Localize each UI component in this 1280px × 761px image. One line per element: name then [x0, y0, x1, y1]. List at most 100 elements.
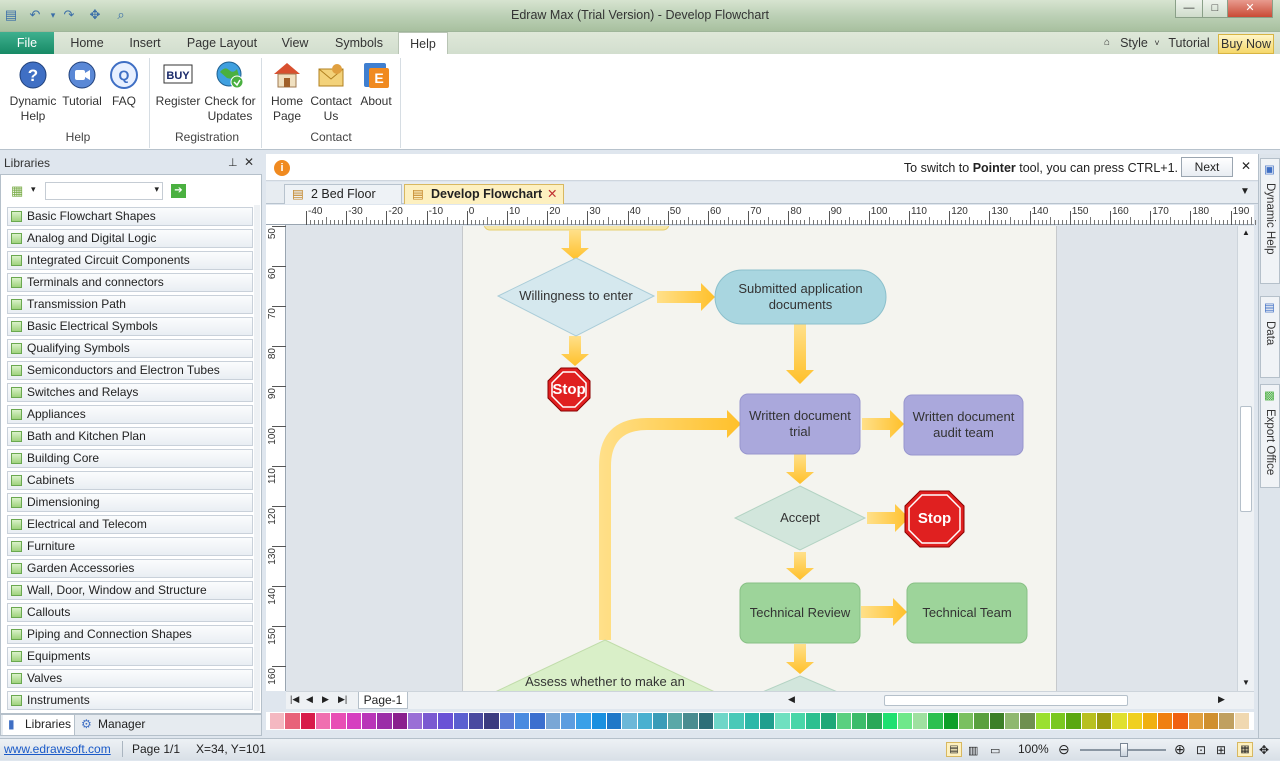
maximize-button[interactable]: □	[1202, 0, 1228, 18]
color-swatch[interactable]	[943, 713, 959, 729]
color-swatch[interactable]	[515, 713, 530, 729]
scroll-down-icon[interactable]: ▼	[1242, 678, 1250, 687]
library-item[interactable]: Garden Accessories	[7, 559, 253, 578]
tech-review-box[interactable]	[739, 582, 861, 644]
library-item[interactable]: Piping and Connection Shapes	[7, 625, 253, 644]
dynamic-help-panel-tab[interactable]: ▣ Dynamic Help	[1260, 158, 1280, 284]
color-swatch[interactable]	[576, 713, 591, 729]
color-swatch[interactable]	[1219, 713, 1234, 729]
library-scrollbar[interactable]	[254, 205, 260, 711]
grid-icon[interactable]: ▦	[1237, 742, 1253, 757]
color-swatch[interactable]	[270, 713, 285, 729]
partial-diamond[interactable]	[753, 675, 847, 691]
pan-icon[interactable]: ✥	[1259, 743, 1270, 757]
willingness-diamond[interactable]	[496, 257, 656, 337]
buy-now-button[interactable]: Buy Now	[1218, 34, 1274, 54]
library-item[interactable]: Instruments	[7, 691, 253, 710]
dropdown-icon[interactable]: ▾	[50, 10, 56, 20]
color-swatch[interactable]	[1005, 713, 1020, 729]
color-swatch[interactable]	[913, 713, 928, 729]
color-swatch[interactable]	[423, 713, 438, 729]
library-item[interactable]: Wall, Door, Window and Structure	[7, 581, 253, 600]
color-swatch[interactable]	[668, 713, 683, 729]
library-item[interactable]: Equipments	[7, 647, 253, 666]
library-item[interactable]: Analog and Digital Logic	[7, 229, 253, 248]
last-page-icon[interactable]: ▶|	[338, 694, 348, 704]
color-swatch[interactable]	[392, 713, 407, 729]
style-button[interactable]: Style	[1120, 36, 1148, 50]
data-panel-tab[interactable]: ▤ Data	[1260, 296, 1280, 378]
color-swatch[interactable]	[1204, 713, 1219, 729]
stop-sign[interactable]	[904, 490, 965, 548]
accept-diamond[interactable]	[733, 485, 867, 551]
library-item[interactable]: Electrical and Telecom	[7, 515, 253, 534]
color-swatch[interactable]	[300, 713, 315, 729]
color-swatch[interactable]	[377, 713, 392, 729]
color-swatch[interactable]	[1081, 713, 1096, 729]
color-swatch[interactable]	[1066, 713, 1081, 729]
library-grid-icon[interactable]: ▦	[11, 183, 24, 198]
scroll-right-icon[interactable]: ▶	[1218, 694, 1225, 704]
doc-tab-floor-plan[interactable]: ▤ 2 Bed Floor Plan	[284, 184, 402, 219]
color-swatch[interactable]	[1142, 713, 1158, 729]
app-icon[interactable]: ▤	[4, 7, 18, 22]
color-swatch[interactable]	[315, 713, 331, 729]
library-search-input[interactable]: ▾	[45, 182, 163, 200]
color-swatch[interactable]	[453, 713, 469, 729]
tab-view[interactable]: View	[281, 36, 309, 50]
stop-sign[interactable]	[547, 367, 591, 412]
fit-width-icon[interactable]: ⊞	[1216, 743, 1227, 757]
tutorial-ribbon-button[interactable]: Tutorial	[60, 60, 104, 109]
color-swatch[interactable]	[805, 713, 821, 729]
color-swatch[interactable]	[591, 713, 606, 729]
color-swatch[interactable]	[1050, 713, 1066, 729]
preview-icon[interactable]: ⌕	[117, 7, 125, 22]
color-swatch[interactable]	[867, 713, 882, 729]
library-item[interactable]: Transmission Path	[7, 295, 253, 314]
close-button[interactable]: ✕	[1227, 0, 1273, 18]
color-swatch[interactable]	[1173, 713, 1188, 729]
submitted-box[interactable]	[714, 269, 887, 325]
tabs-dropdown-icon[interactable]: ▼	[1240, 186, 1250, 197]
prev-page-icon[interactable]: ◀	[306, 694, 313, 704]
minimize-button[interactable]: —	[1175, 0, 1203, 18]
library-item[interactable]: Basic Electrical Symbols	[7, 317, 253, 336]
color-swatch[interactable]	[1234, 713, 1249, 729]
color-swatch[interactable]	[897, 713, 913, 729]
close-info-icon[interactable]: ✕	[1241, 159, 1252, 173]
color-swatch[interactable]	[1020, 713, 1035, 729]
pin-icon[interactable]: ⊥	[228, 157, 238, 169]
color-swatch[interactable]	[821, 713, 836, 729]
close-tab-icon[interactable]: ✕	[547, 187, 558, 201]
audit-team-box[interactable]	[903, 394, 1024, 456]
library-item[interactable]: Bath and Kitchen Plan	[7, 427, 253, 446]
library-dropdown-icon[interactable]: ▾	[31, 184, 36, 194]
library-item[interactable]: Basic Flowchart Shapes	[7, 207, 253, 226]
faq-button[interactable]: Q FAQ	[106, 60, 142, 109]
tech-team-box[interactable]	[906, 582, 1028, 644]
library-item[interactable]: Building Core	[7, 449, 253, 468]
color-swatch[interactable]	[469, 713, 484, 729]
library-item[interactable]: Callouts	[7, 603, 253, 622]
library-item[interactable]: Appliances	[7, 405, 253, 424]
page-tab[interactable]: Page-1	[358, 692, 408, 709]
color-swatch[interactable]	[1112, 713, 1127, 729]
tab-help[interactable]: Help	[398, 32, 448, 55]
library-item[interactable]: Qualifying Symbols	[7, 339, 253, 358]
color-swatch[interactable]	[760, 713, 775, 729]
fit-page-icon[interactable]: ⊡	[1196, 743, 1207, 757]
scroll-left-icon[interactable]: ◀	[788, 694, 795, 704]
redo-icon[interactable]: ↷	[63, 7, 75, 22]
library-item[interactable]: Switches and Relays	[7, 383, 253, 402]
color-swatch[interactable]	[484, 713, 499, 729]
library-item[interactable]: Furniture	[7, 537, 253, 556]
library-item[interactable]: Cabinets	[7, 471, 253, 490]
color-swatch[interactable]	[331, 713, 346, 729]
export-office-panel-tab[interactable]: ▩ Export Office	[1260, 384, 1280, 488]
horizontal-scroll-thumb[interactable]	[884, 695, 1128, 706]
tab-libraries[interactable]: ▮ Libraries	[3, 715, 75, 735]
presentation-icon[interactable]: ▭	[990, 745, 1001, 757]
first-page-icon[interactable]: |◀	[290, 694, 300, 704]
library-item[interactable]: Terminals and connectors	[7, 273, 253, 292]
color-swatch[interactable]	[851, 713, 867, 729]
